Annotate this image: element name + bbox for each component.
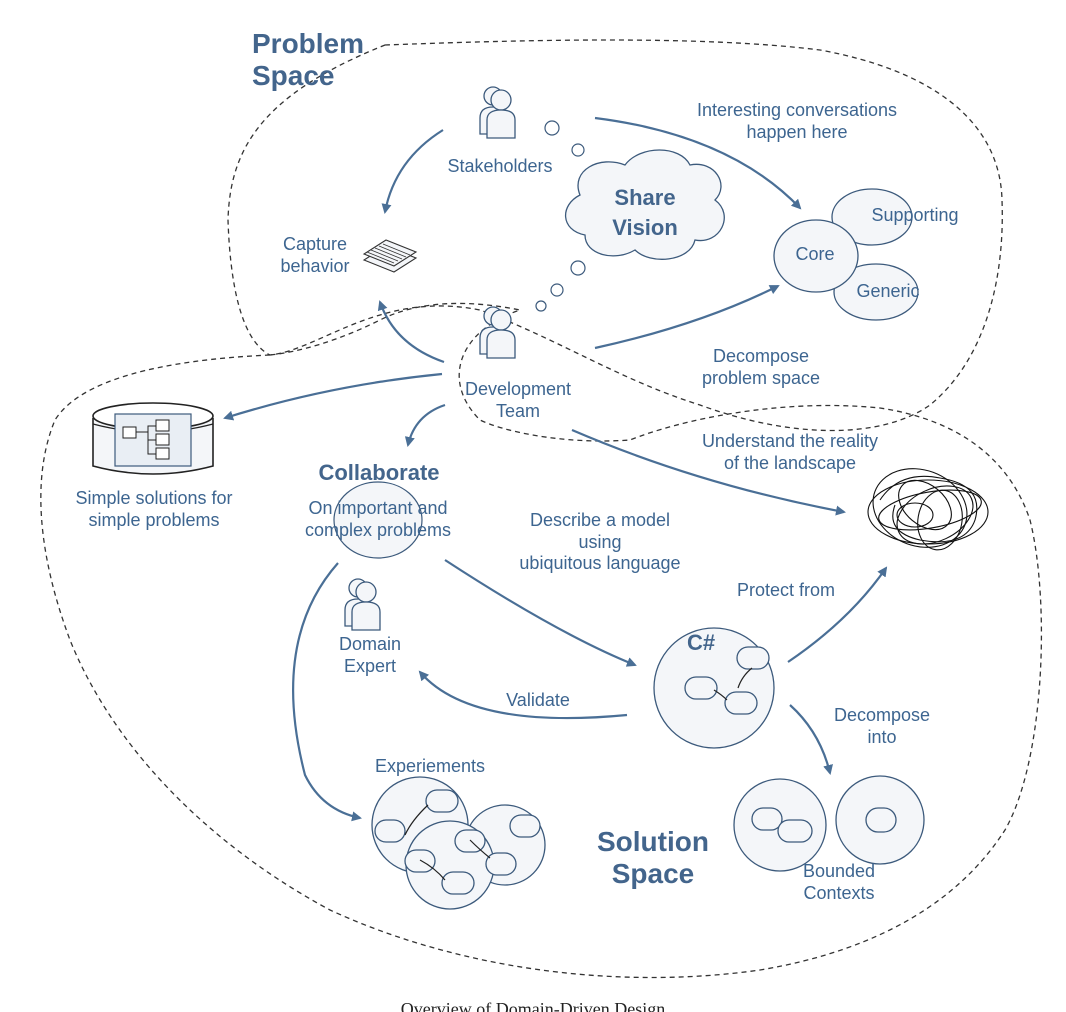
thought-dot xyxy=(550,283,564,297)
describe-model-label: Describe a model using ubiquitous langua… xyxy=(519,510,681,574)
validate-label: Validate xyxy=(506,690,570,710)
share-vision-label: Share Vision xyxy=(612,185,678,240)
database-icon xyxy=(92,402,214,475)
stakeholders-label: Stakeholders xyxy=(447,156,553,176)
decompose-problem-label: Decompose problem space xyxy=(701,346,821,388)
arrow-team-to-capture xyxy=(377,300,445,364)
documents-icon xyxy=(362,239,418,273)
understand-reality-label: Understand the reality of the landscape xyxy=(701,431,879,473)
stakeholders-icon xyxy=(479,86,516,139)
arrow-model-to-bounded xyxy=(789,704,833,775)
domain-expert-icon xyxy=(344,578,381,631)
landscape-scribble-icon xyxy=(867,468,989,551)
solution-space-title: Solution Space xyxy=(597,826,709,890)
collaborate-subtitle: On important and complex problems xyxy=(304,498,452,540)
arrow-model-to-landscape xyxy=(787,566,888,663)
csharp-label: C# xyxy=(686,630,716,655)
supporting-label: Supporting xyxy=(871,205,959,225)
generic-label: Generic xyxy=(856,281,920,301)
bounded-contexts-label: Bounded Contexts xyxy=(802,861,876,903)
collaborate-title: Collaborate xyxy=(318,460,440,485)
core-label: Core xyxy=(795,244,835,264)
simple-solutions-label: Simple solutions for simple problems xyxy=(75,488,233,530)
arrow-collaborate-to-model xyxy=(444,559,637,667)
experiments-label: Experiements xyxy=(374,756,486,776)
arrow-collaborate-to-experiments xyxy=(292,562,362,822)
arrow-team-to-core xyxy=(594,285,780,350)
protect-from-label: Protect from xyxy=(736,580,836,600)
capture-behavior-label: Capture behavior xyxy=(280,234,350,276)
thought-dot xyxy=(570,260,586,276)
interesting-conversations-label: Interesting conversations happen here xyxy=(696,100,898,142)
arrow-stakeholders-to-core xyxy=(594,116,802,210)
arrow-stakeholders-to-capture xyxy=(381,129,444,214)
solution-space-boundary xyxy=(40,302,1043,979)
arrow-team-to-landscape xyxy=(571,428,846,516)
problem-space-title: Problem Space xyxy=(252,28,365,92)
figure-caption: Overview of Domain-Driven Design xyxy=(400,999,666,1012)
supporting-circle xyxy=(831,188,913,246)
arrow-team-to-collaborate xyxy=(404,403,446,447)
development-team-label: Development Team xyxy=(464,379,572,421)
core-circle xyxy=(773,219,859,293)
thought-dot xyxy=(544,120,560,136)
arrow-model-to-domain-expert xyxy=(418,670,628,720)
generic-circle xyxy=(833,263,919,321)
domain-expert-label: Domain Expert xyxy=(338,634,402,676)
development-team-icon xyxy=(479,306,516,359)
thought-dot xyxy=(535,300,547,312)
experiments-cluster xyxy=(371,776,546,910)
collaborate-circle xyxy=(333,481,423,559)
arrow-team-to-database xyxy=(223,372,443,421)
decompose-into-label: Decompose into xyxy=(833,705,931,747)
thought-dot xyxy=(571,143,585,157)
share-vision-cloud xyxy=(564,149,725,260)
problem-space-boundary xyxy=(227,39,1003,432)
